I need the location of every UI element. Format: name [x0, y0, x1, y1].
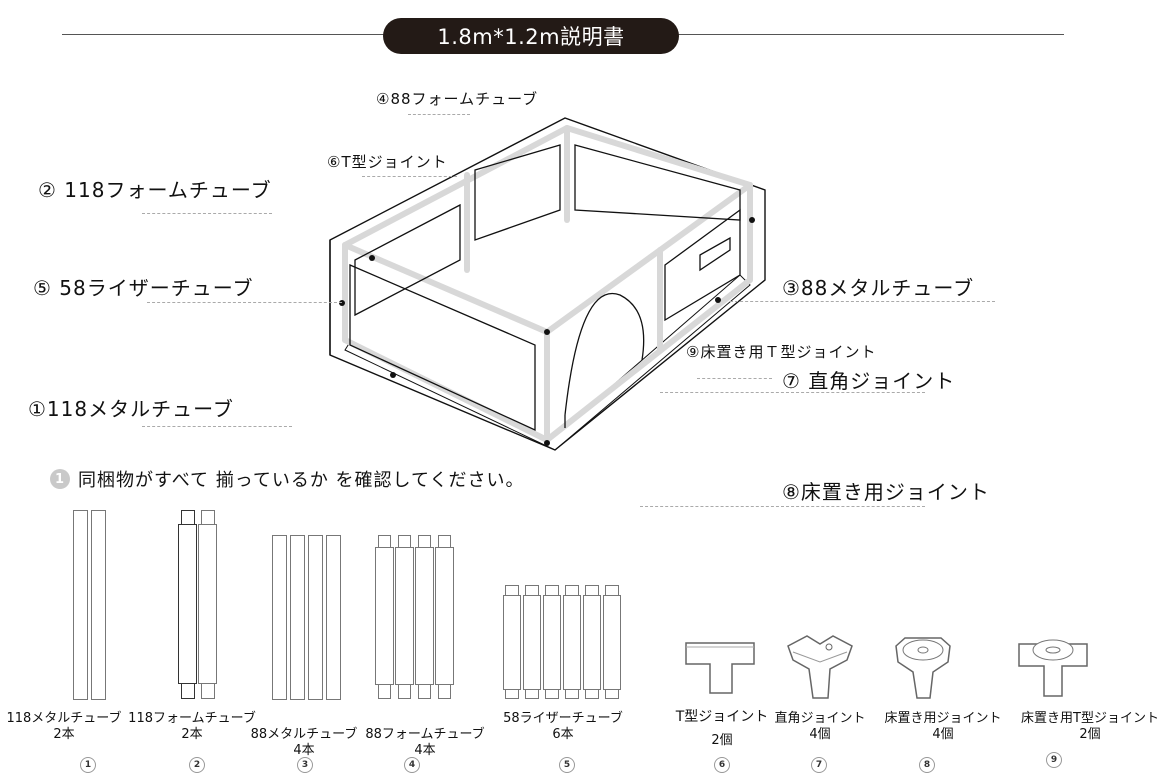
- callout-floor-t-joint: ⑨床置き用Ｔ型ジョイント: [686, 343, 877, 361]
- part-number-8: 8: [919, 757, 935, 773]
- leader-line: [147, 302, 342, 303]
- callout-right-angle-joint: ⑦ 直角ジョイント: [782, 369, 956, 393]
- callout-floor-joint: ⑧床置き用ジョイント: [782, 480, 990, 504]
- callout-metal-tube-118: ①118メタルチューブ: [28, 397, 234, 421]
- leader-line: [697, 378, 772, 379]
- leader-line: [408, 114, 470, 115]
- right-angle-joint-icon: [787, 635, 853, 699]
- step-instruction: 1 同梱物がすべて 揃っているか を確認してください。: [50, 466, 524, 492]
- step-instruction-text: 同梱物がすべて 揃っているか を確認してください。: [78, 470, 525, 491]
- part-number-1: 1: [80, 757, 96, 773]
- leader-line: [362, 176, 457, 177]
- callout-foam-tube-88: ④88フォームチューブ: [376, 90, 539, 108]
- part-number-7: 7: [811, 757, 827, 773]
- header-rule-left: [62, 34, 387, 35]
- leader-line: [142, 213, 272, 214]
- callout-riser-tube-58: ⑤ 58ライザーチューブ: [33, 276, 254, 300]
- part-number-2: 2: [189, 757, 205, 773]
- header-rule-right: [676, 34, 1064, 35]
- leader-line: [142, 426, 292, 427]
- floor-t-joint-icon: [1018, 639, 1088, 697]
- callout-foam-tube-118: ② 118フォームチューブ: [38, 178, 272, 202]
- leader-line: [640, 506, 925, 507]
- part-number-9: 9: [1046, 752, 1062, 768]
- leader-line: [730, 301, 995, 302]
- callout-t-joint: ⑥T型ジョイント: [327, 153, 448, 171]
- callout-metal-tube-88: ③88メタルチューブ: [782, 276, 975, 300]
- t-joint-icon: [685, 642, 755, 694]
- part-number-5: 5: [559, 757, 575, 773]
- leader-line: [660, 392, 925, 393]
- part-number-4: 4: [404, 757, 420, 773]
- part-number-6: 6: [714, 757, 730, 773]
- part-number-3: 3: [297, 757, 313, 773]
- floor-joint-icon: [895, 637, 951, 699]
- page-title: 1.8m*1.2m説明書: [383, 18, 679, 54]
- page-title-text: 1.8m*1.2m説明書: [437, 25, 625, 49]
- playpen-diagram: [329, 117, 766, 451]
- step-number-badge: 1: [50, 469, 70, 489]
